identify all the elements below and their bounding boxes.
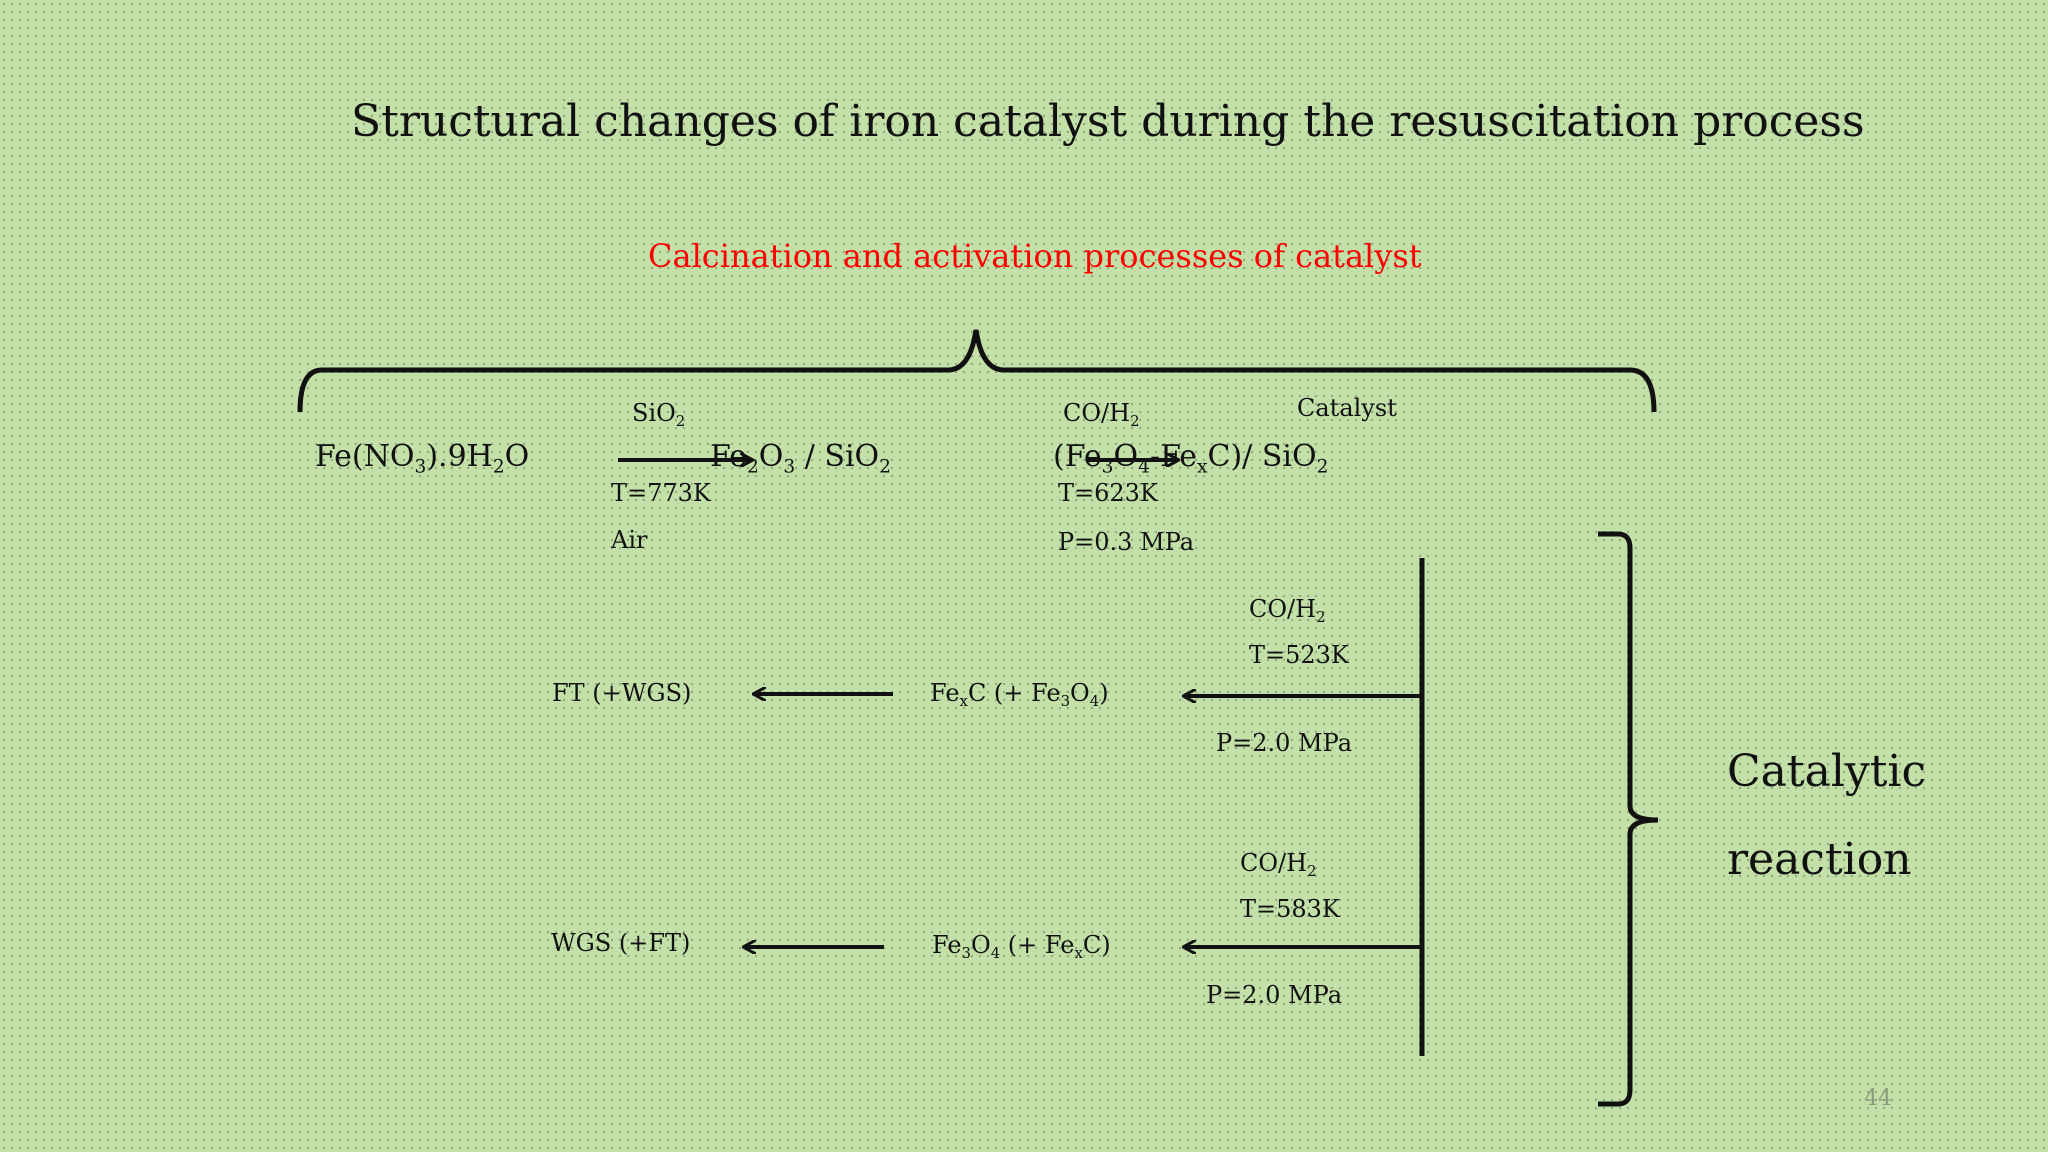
step2-temperature: T=623K: [1058, 479, 1158, 507]
catalytic-reaction-brace: [1598, 531, 1659, 1107]
branch2-pressure: P=2.0 MPa: [1206, 981, 1343, 1009]
step2-gas-label: CO/H2: [1063, 399, 1140, 431]
page-number: 44: [1864, 1086, 1892, 1111]
branch1-pressure: P=2.0 MPa: [1216, 729, 1353, 757]
side-label-line1: Catalytic: [1727, 746, 1927, 797]
catalyst-label: Catalyst: [1297, 394, 1397, 422]
calcined-formula: Fe2O3 / SiO2: [710, 439, 891, 478]
page-title: Structural changes of iron catalyst duri…: [351, 96, 1865, 147]
section-subtitle: Calcination and activation processes of …: [648, 237, 1422, 275]
branch2-temperature: T=583K: [1240, 895, 1340, 923]
step1-atmosphere: Air: [611, 526, 648, 554]
side-label-line2: reaction: [1727, 834, 1912, 885]
branch1-reaction: FT (+WGS): [552, 679, 692, 707]
branch1-phase: FexC (+ Fe3O4): [930, 679, 1109, 711]
step2-pressure: P=0.3 MPa: [1058, 528, 1195, 556]
activated-formula: (Fe3O4-FexC)/ SiO2: [1053, 439, 1329, 478]
branch2-phase: Fe3O4 (+ FexC): [932, 931, 1111, 963]
step1-support-label: SiO2: [632, 399, 686, 431]
step1-temperature: T=773K: [611, 479, 711, 507]
branch1-gas-label: CO/H2: [1249, 595, 1326, 627]
branch2-gas-label: CO/H2: [1240, 849, 1317, 881]
calcination-brace: [297, 329, 1657, 413]
precursor-formula: Fe(NO3).9H2O: [315, 439, 530, 478]
branch1-temperature: T=523K: [1249, 641, 1349, 669]
branch2-reaction: WGS (+FT): [551, 929, 691, 957]
